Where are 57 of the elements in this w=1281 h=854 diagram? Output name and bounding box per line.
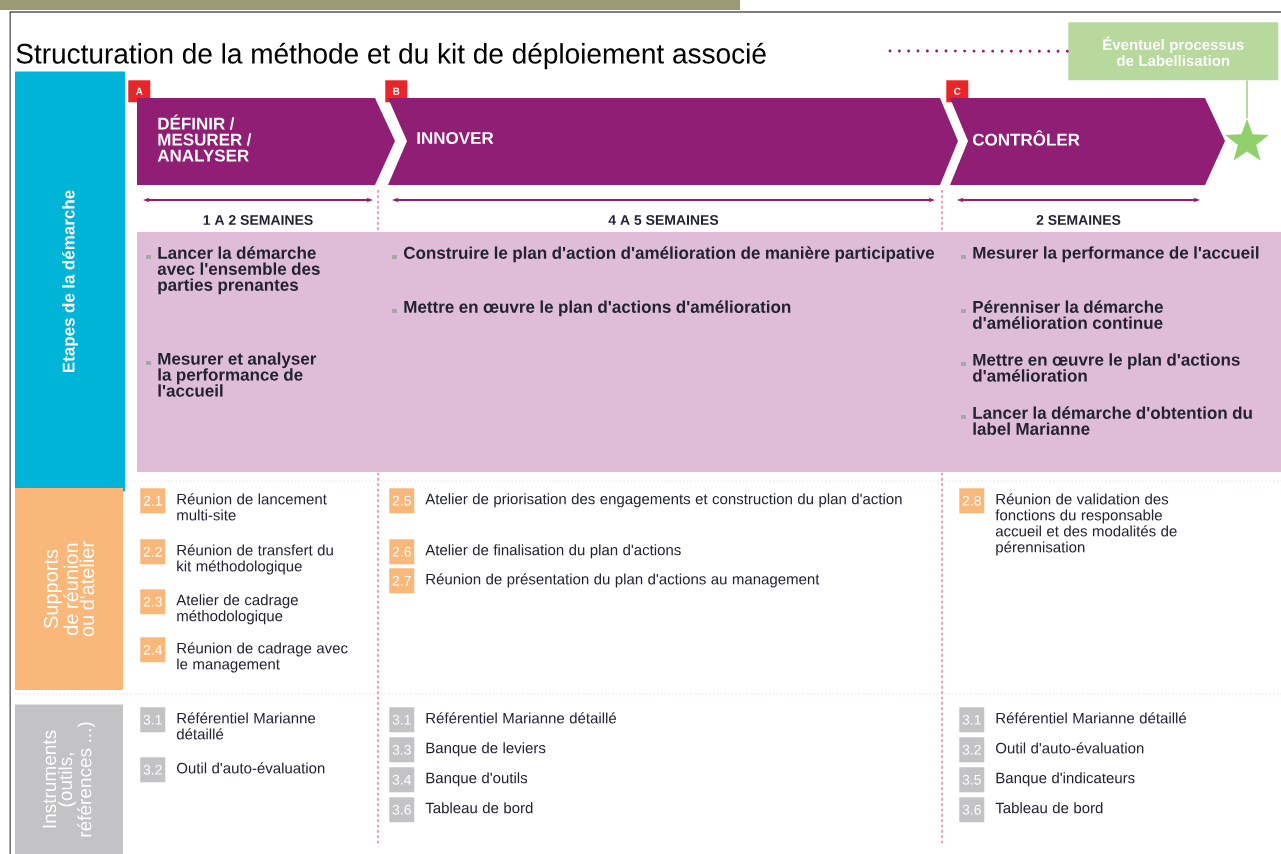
number-badge: 3.2 [140, 757, 166, 783]
step-text: Mesurer et analyser la performance de l'accueil [146, 352, 317, 397]
item-text: Réunion de lancement multi-site [177, 493, 327, 521]
item-text: Tableau de bord [425, 802, 533, 814]
number-badge: 2.3 [140, 589, 166, 615]
item-text: Atelier de finalisation du plan d'actions [425, 544, 681, 559]
number-badge: 3.2 [959, 737, 985, 763]
item-text: Référentiel Marianne détaillé [176, 712, 316, 740]
number-badge: 3.1 [140, 707, 166, 733]
item-text: Outil d'auto-évaluation [996, 742, 1144, 754]
step-text: Mettre en œuvre le plan d'actions d'amélioration [392, 300, 791, 317]
step-text: Mettre en œuvre le plan d'actions d'amélioration [961, 353, 1240, 382]
letter-badge: A [128, 80, 151, 103]
number-badge: 3.6 [389, 797, 415, 823]
step-text: Construire le plan d'action d'amélioration de manière participative [392, 246, 935, 263]
number-badge: 3.4 [389, 767, 415, 793]
step-text: Pérenniser la démarche d'amélioration continue [961, 300, 1163, 329]
title: Structuration de la méthode et du kit de déploiement associé [16, 42, 766, 70]
step-text: Lancer la démarche d'obtention du label Marianne [961, 406, 1252, 435]
number-badge: 2.5 [389, 488, 415, 514]
item-text: Réunion de présentation du plan d'actions au management [426, 573, 820, 588]
item-text: Tableau de bord [995, 802, 1103, 814]
dotted-connector [888, 49, 1070, 53]
number-badge: 2.1 [140, 488, 166, 514]
item-text: Réunion de cadrage avec le management [177, 642, 348, 673]
item-text: Atelier de priorisation des engagements et construction du plan d'action [425, 493, 902, 508]
number-badge: 3.1 [389, 707, 415, 733]
duration-label: 4 A 5 SEMAINES [608, 215, 719, 225]
item-text: Banque de leviers [426, 742, 546, 757]
star-shape [1225, 119, 1269, 161]
item-text: Référentiel Marianne détaillé [426, 712, 617, 724]
row-header: Supports de réunion ou d'atelier [15, 488, 123, 690]
row-header: Instruments (outils, références ...) [15, 704, 123, 854]
number-badge: 2.7 [389, 568, 415, 594]
item-text: Atelier de cadrage méthodologique [176, 594, 298, 625]
item-text: Banque d'indicateurs [996, 772, 1135, 787]
item-text: Réunion de transfert du kit méthodologique [177, 544, 333, 575]
number-badge: 2.2 [140, 539, 166, 565]
step-text: Mesurer la performance de l'accueil [961, 246, 1259, 263]
number-badge: 3.6 [959, 797, 985, 823]
item-text: Réunion de validation des fonctions du responsable accueil et des modalités de pérennisation [995, 493, 1177, 556]
leader-line [1246, 79, 1248, 120]
item-text: Banque d'outils [426, 772, 528, 787]
step-text: Lancer la démarche avec l'ensemble des parties prenantes [146, 246, 320, 295]
duration-label: 2 SEMAINES [1036, 215, 1121, 225]
row-header: Etapes de la démarche [15, 71, 125, 492]
step-panel [137, 232, 1281, 472]
duration-label: 1 A 2 SEMAINES [203, 215, 313, 225]
label-box: Éventuel processus de Labellisation [1068, 22, 1279, 81]
number-badge: 3.1 [959, 707, 985, 733]
item-text: Référentiel Marianne détaillé [996, 712, 1187, 724]
number-badge: 2.6 [389, 539, 415, 565]
item-text: Outil d'auto-évaluation [177, 762, 325, 774]
number-badge: 3.5 [959, 767, 985, 793]
number-badge: 3.3 [389, 737, 415, 763]
number-badge: 2.4 [140, 637, 166, 663]
number-badge: 2.8 [959, 488, 985, 514]
